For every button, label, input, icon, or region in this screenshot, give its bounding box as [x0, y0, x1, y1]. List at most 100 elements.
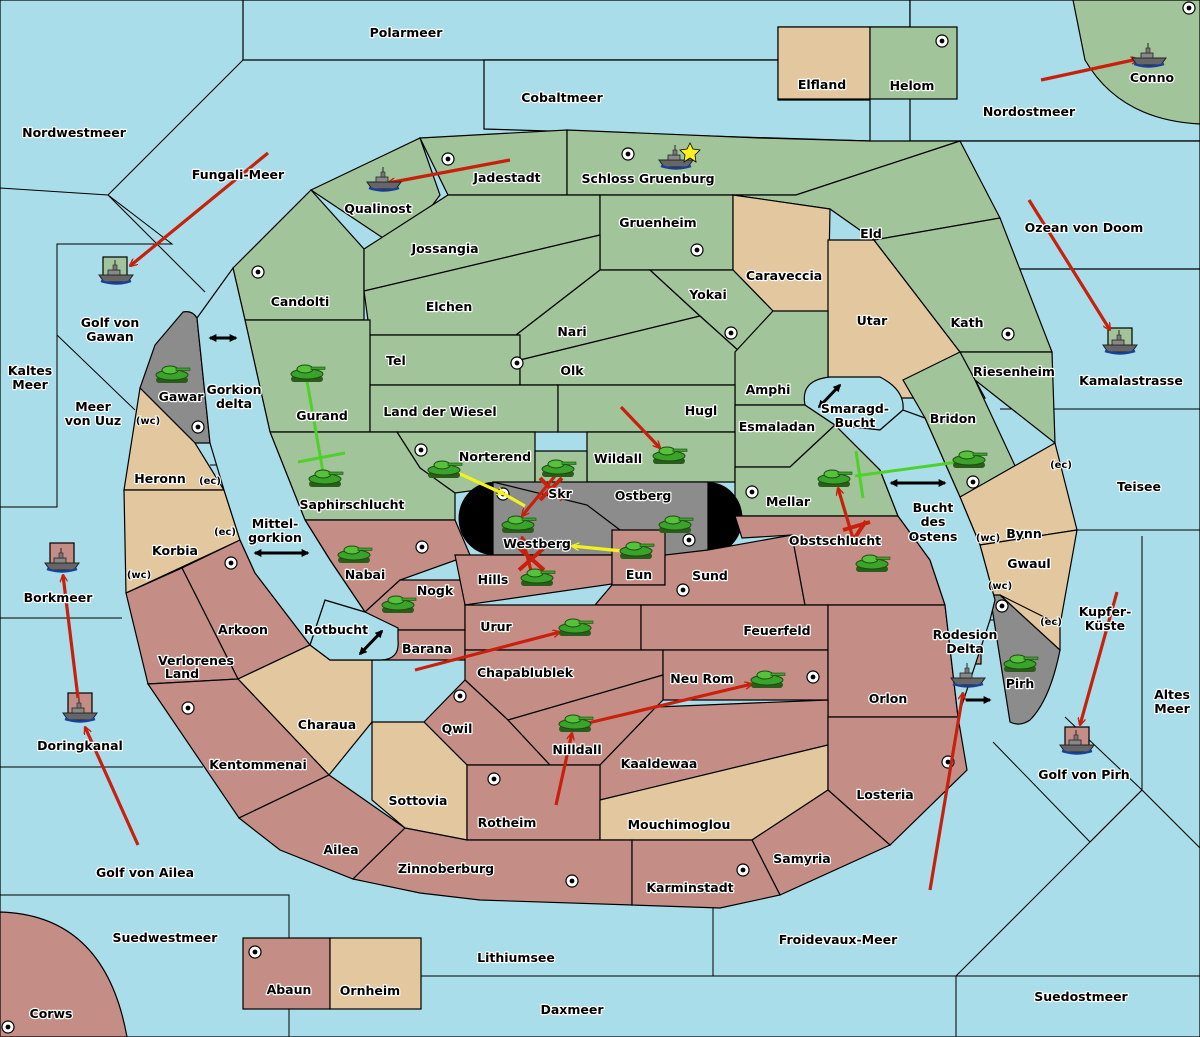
coast-marker: (ec) — [1040, 617, 1062, 628]
province-corws[interactable] — [0, 911, 128, 1037]
label-nabai: Nabai — [345, 567, 386, 582]
label-altes-2: Meer — [1154, 701, 1190, 716]
label-ailea: Ailea — [323, 842, 358, 857]
province-gruenheim[interactable] — [599, 194, 734, 271]
label-kamalastrasse: Kamalastrasse — [1079, 373, 1183, 388]
supply-center-icon — [251, 265, 265, 279]
supply-center-icon — [414, 443, 428, 457]
coast-marker: (wc) — [127, 570, 151, 581]
label-conno: Conno — [1130, 70, 1175, 85]
label-smaragd-2: Bucht — [835, 415, 876, 430]
coast-marker: (ec) — [214, 527, 236, 538]
move-arrow — [928, 693, 963, 891]
label-yokai: Yokai — [688, 287, 727, 302]
label-uuz-2: von Uuz — [65, 413, 121, 428]
label-gorkion: Gorkion — [206, 382, 261, 397]
label-skr: Skr — [548, 486, 572, 501]
label-samyria: Samyria — [773, 851, 831, 866]
label-kupfer: Kupfer- — [1079, 604, 1132, 619]
label-golf-pirh: Golf von Pirh — [1038, 767, 1129, 782]
label-nilldall: Nilldall — [552, 742, 601, 757]
label-helom: Helom — [890, 78, 935, 93]
support-arrow — [457, 471, 504, 496]
sea-bucht-ostens[interactable] — [833, 409, 996, 718]
label-obstschlucht: Obstschlucht — [789, 533, 881, 548]
labels: Polarmeer Cobaltmeer Nordwestmeer Fungal… — [7, 24, 1192, 1022]
label-rotheim: Rotheim — [478, 815, 537, 830]
gwaul-ec-strip — [999, 594, 1061, 652]
supply-center-icon — [621, 147, 635, 161]
coast-marker: (ec) — [1050, 460, 1072, 471]
label-elchen: Elchen — [426, 299, 473, 314]
fleets — [43, 41, 1168, 755]
label-olk: Olk — [560, 363, 584, 378]
label-verlorenes-2: Land — [165, 666, 199, 681]
label-kentommenai: Kentommenai — [209, 757, 307, 772]
label-golf-ailea: Golf von Ailea — [96, 865, 194, 880]
coast-marker: (wc) — [988, 581, 1012, 592]
label-ozean: Ozean von Doom — [1025, 220, 1144, 235]
label-westberg: Westberg — [503, 536, 571, 551]
label-mittel: Mittel- — [252, 516, 299, 531]
coast-marker: (wc) — [136, 416, 160, 427]
move-arrow — [414, 632, 560, 672]
support-arrow — [572, 546, 623, 553]
province-karminstadt[interactable] — [631, 839, 781, 909]
supply-center-icon — [487, 772, 501, 786]
label-gurand: Gurand — [296, 408, 348, 423]
label-kath: Kath — [951, 315, 984, 330]
supply-center-icon — [690, 243, 704, 257]
move-arrow — [619, 405, 660, 448]
label-gorkion-2: delta — [216, 396, 252, 411]
province-ornheim[interactable] — [329, 937, 422, 1010]
sea-gorkion[interactable] — [196, 266, 367, 647]
label-losteria: Losteria — [856, 787, 913, 802]
label-qualinost: Qualinost — [344, 201, 411, 216]
label-borkmeer: Borkmeer — [24, 590, 94, 605]
supply-center-icon — [453, 689, 467, 703]
supply-center-icon — [676, 583, 690, 597]
connection-arrows — [208, 334, 992, 704]
label-urur: Urur — [480, 619, 512, 634]
label-polarmeer: Polarmeer — [370, 25, 444, 40]
label-wildall: Wildall — [594, 451, 642, 466]
move-arrow — [83, 727, 140, 846]
move-arrow — [1027, 199, 1112, 330]
label-suedwestmeer: Suedwestmeer — [113, 930, 219, 945]
supply-center-icon — [181, 701, 195, 715]
supply-center-icon — [191, 420, 205, 434]
label-ostberg: Ostberg — [615, 488, 672, 503]
label-riesenheim: Riesenheim — [973, 364, 1055, 379]
label-sottovia: Sottovia — [389, 793, 448, 808]
supply-center-icon — [1001, 327, 1015, 341]
label-uuz: Meer — [75, 399, 111, 414]
label-zinnoberburg: Zinnoberburg — [398, 861, 494, 876]
convoy-cut-mark — [297, 451, 346, 464]
convoy-line — [854, 460, 959, 478]
label-altes: Altes — [1154, 687, 1190, 702]
label-karminstadt: Karminstadt — [646, 880, 733, 895]
label-bynn: Bynn — [1006, 526, 1041, 541]
move-arrow — [63, 575, 80, 699]
label-eld: Eld — [860, 226, 882, 241]
label-smaragd: Smaragd- — [821, 401, 889, 416]
supply-center-icon — [736, 863, 750, 877]
label-heronn: Heronn — [134, 471, 186, 486]
label-qwil: Qwil — [442, 721, 473, 736]
label-bridon: Bridon — [930, 411, 976, 426]
label-hugl: Hugl — [685, 403, 718, 418]
label-suedostmeer: Suedostmeer — [1034, 989, 1128, 1004]
province-elfland[interactable] — [777, 26, 871, 100]
label-corws: Corws — [30, 1006, 73, 1021]
province-losteria[interactable] — [827, 716, 968, 846]
label-kaltes: Kaltes — [8, 363, 52, 378]
label-eun: Eun — [626, 567, 652, 582]
move-arrow — [554, 733, 572, 806]
label-schloss: Schloss Gruenburg — [581, 171, 714, 186]
supply-center-icon — [415, 540, 429, 554]
label-saphirschlucht: Saphirschlucht — [300, 497, 405, 512]
move-arrow — [587, 684, 752, 725]
move-arrow — [1080, 591, 1119, 725]
label-golf-gawan-2: Gawan — [86, 329, 134, 344]
label-jossangia: Jossangia — [410, 241, 478, 256]
